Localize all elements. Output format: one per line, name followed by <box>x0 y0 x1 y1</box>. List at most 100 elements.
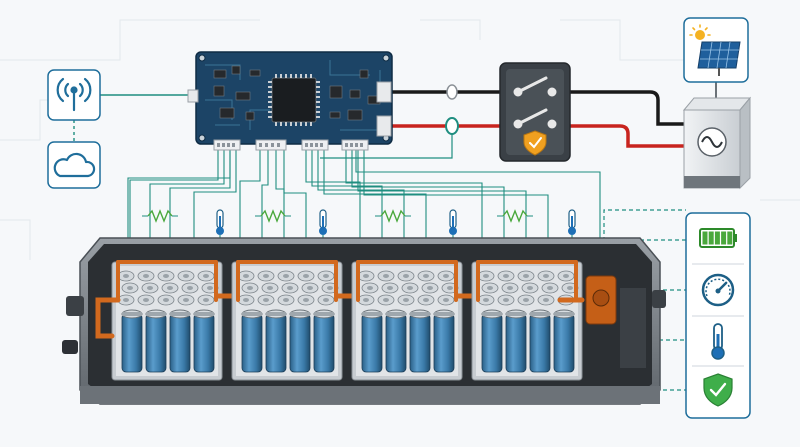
cylindrical-cell <box>410 314 430 372</box>
cell-terminal-cap <box>527 286 533 290</box>
battery-module <box>472 262 582 380</box>
connector-pin <box>355 143 358 147</box>
wireless-box[interactable] <box>48 70 100 120</box>
cylindrical-cell <box>122 314 142 372</box>
chip-pin <box>280 74 282 78</box>
balancing-resistor-icon <box>503 211 527 221</box>
cell-terminal-cap <box>123 274 129 278</box>
balancing-resistor-icon <box>148 211 172 221</box>
cell-terminal-cap <box>143 298 149 302</box>
chip-pin <box>316 101 320 103</box>
chip-pin <box>268 96 272 98</box>
smd-component <box>330 86 342 98</box>
chip-pin <box>268 86 272 88</box>
cell-terminal-cap <box>267 286 273 290</box>
battery-fill <box>703 232 733 245</box>
cell-terminal-cap <box>447 286 453 290</box>
smd-component <box>330 112 340 118</box>
cell-terminal-cap <box>163 274 169 278</box>
connector-pin <box>271 143 274 147</box>
chip-pin <box>316 106 320 108</box>
cell-terminal-cap <box>287 286 293 290</box>
cell-terminal-cap <box>167 286 173 290</box>
battery-pack <box>62 238 666 404</box>
solar-panel-box[interactable] <box>684 18 748 82</box>
cell-ring <box>146 312 166 316</box>
chip-pin <box>316 111 320 113</box>
cell-terminal-cap <box>363 274 369 278</box>
contactor-switch-box[interactable] <box>500 63 570 161</box>
chip-pin <box>300 122 302 126</box>
cell-ring <box>554 312 574 316</box>
comm-connector <box>188 90 198 102</box>
cell-ring <box>194 312 214 316</box>
cell-terminal-cap <box>247 286 253 290</box>
chip-pin <box>285 74 287 78</box>
chip-pin <box>310 74 312 78</box>
cell-terminal-cap <box>567 286 573 290</box>
cell-terminal-cap <box>263 274 269 278</box>
smd-component <box>220 108 234 118</box>
connector-pin <box>232 143 235 147</box>
chip-pin <box>290 122 292 126</box>
chip-pin <box>268 101 272 103</box>
cell-terminal-cap <box>403 298 409 302</box>
cell-terminal-cap <box>263 298 269 302</box>
connector-pin <box>315 143 318 147</box>
smd-component <box>250 70 260 76</box>
thermo-column <box>571 216 573 228</box>
chip-pin <box>305 122 307 126</box>
cell-terminal-cap <box>183 274 189 278</box>
battery-level-icon[interactable] <box>700 229 737 247</box>
cylindrical-cell <box>314 314 334 372</box>
cylindrical-cell <box>170 314 190 372</box>
cell-terminal-cap <box>443 274 449 278</box>
mount-bracket <box>62 340 78 354</box>
speedometer-gauge-icon[interactable] <box>703 275 733 305</box>
chip-pin <box>316 86 320 88</box>
connector-pin <box>320 143 323 147</box>
cell-terminal-cap <box>323 274 329 278</box>
connector-pin <box>310 143 313 147</box>
chip-pin <box>316 91 320 93</box>
cell-ring <box>314 312 334 316</box>
chip-pin <box>280 122 282 126</box>
mount-bracket <box>652 290 666 308</box>
cell-ring <box>266 312 286 316</box>
microcontroller-chip <box>272 78 316 122</box>
cell-terminal-cap <box>123 298 129 302</box>
power-wire-positive-out <box>570 126 684 146</box>
cell-terminal-cap <box>327 286 333 290</box>
cell-terminal-cap <box>523 274 529 278</box>
chip-pin <box>295 122 297 126</box>
cell-terminal-cap <box>547 286 553 290</box>
cloud-box[interactable] <box>48 142 100 188</box>
inverter-unit[interactable] <box>684 98 750 188</box>
bms-board <box>188 52 392 150</box>
chip-pin <box>268 111 272 113</box>
cell-terminal-cap <box>283 298 289 302</box>
connector-pin <box>360 143 363 147</box>
connector-pin <box>222 143 225 147</box>
cell-terminal-cap <box>243 274 249 278</box>
terminal-bolt <box>593 290 609 306</box>
cell-terminal-cap <box>163 298 169 302</box>
thermometer-icon[interactable] <box>712 324 724 359</box>
cell-terminal-cap <box>363 298 369 302</box>
chip-pin <box>316 81 320 83</box>
cell-ring <box>434 312 454 316</box>
power-connector-positive <box>377 116 391 136</box>
chip-pin <box>295 74 297 78</box>
cell-terminal-cap <box>183 298 189 302</box>
cylindrical-cell <box>506 314 526 372</box>
chip-pin <box>316 96 320 98</box>
cylindrical-cell <box>434 314 454 372</box>
cell-terminal-cap <box>543 274 549 278</box>
cell-ring <box>170 312 190 316</box>
cell-terminal-cap <box>143 274 149 278</box>
chip-pin <box>268 81 272 83</box>
cylindrical-cell <box>362 314 382 372</box>
cylindrical-cell <box>530 314 550 372</box>
cell-terminal-cap <box>383 298 389 302</box>
